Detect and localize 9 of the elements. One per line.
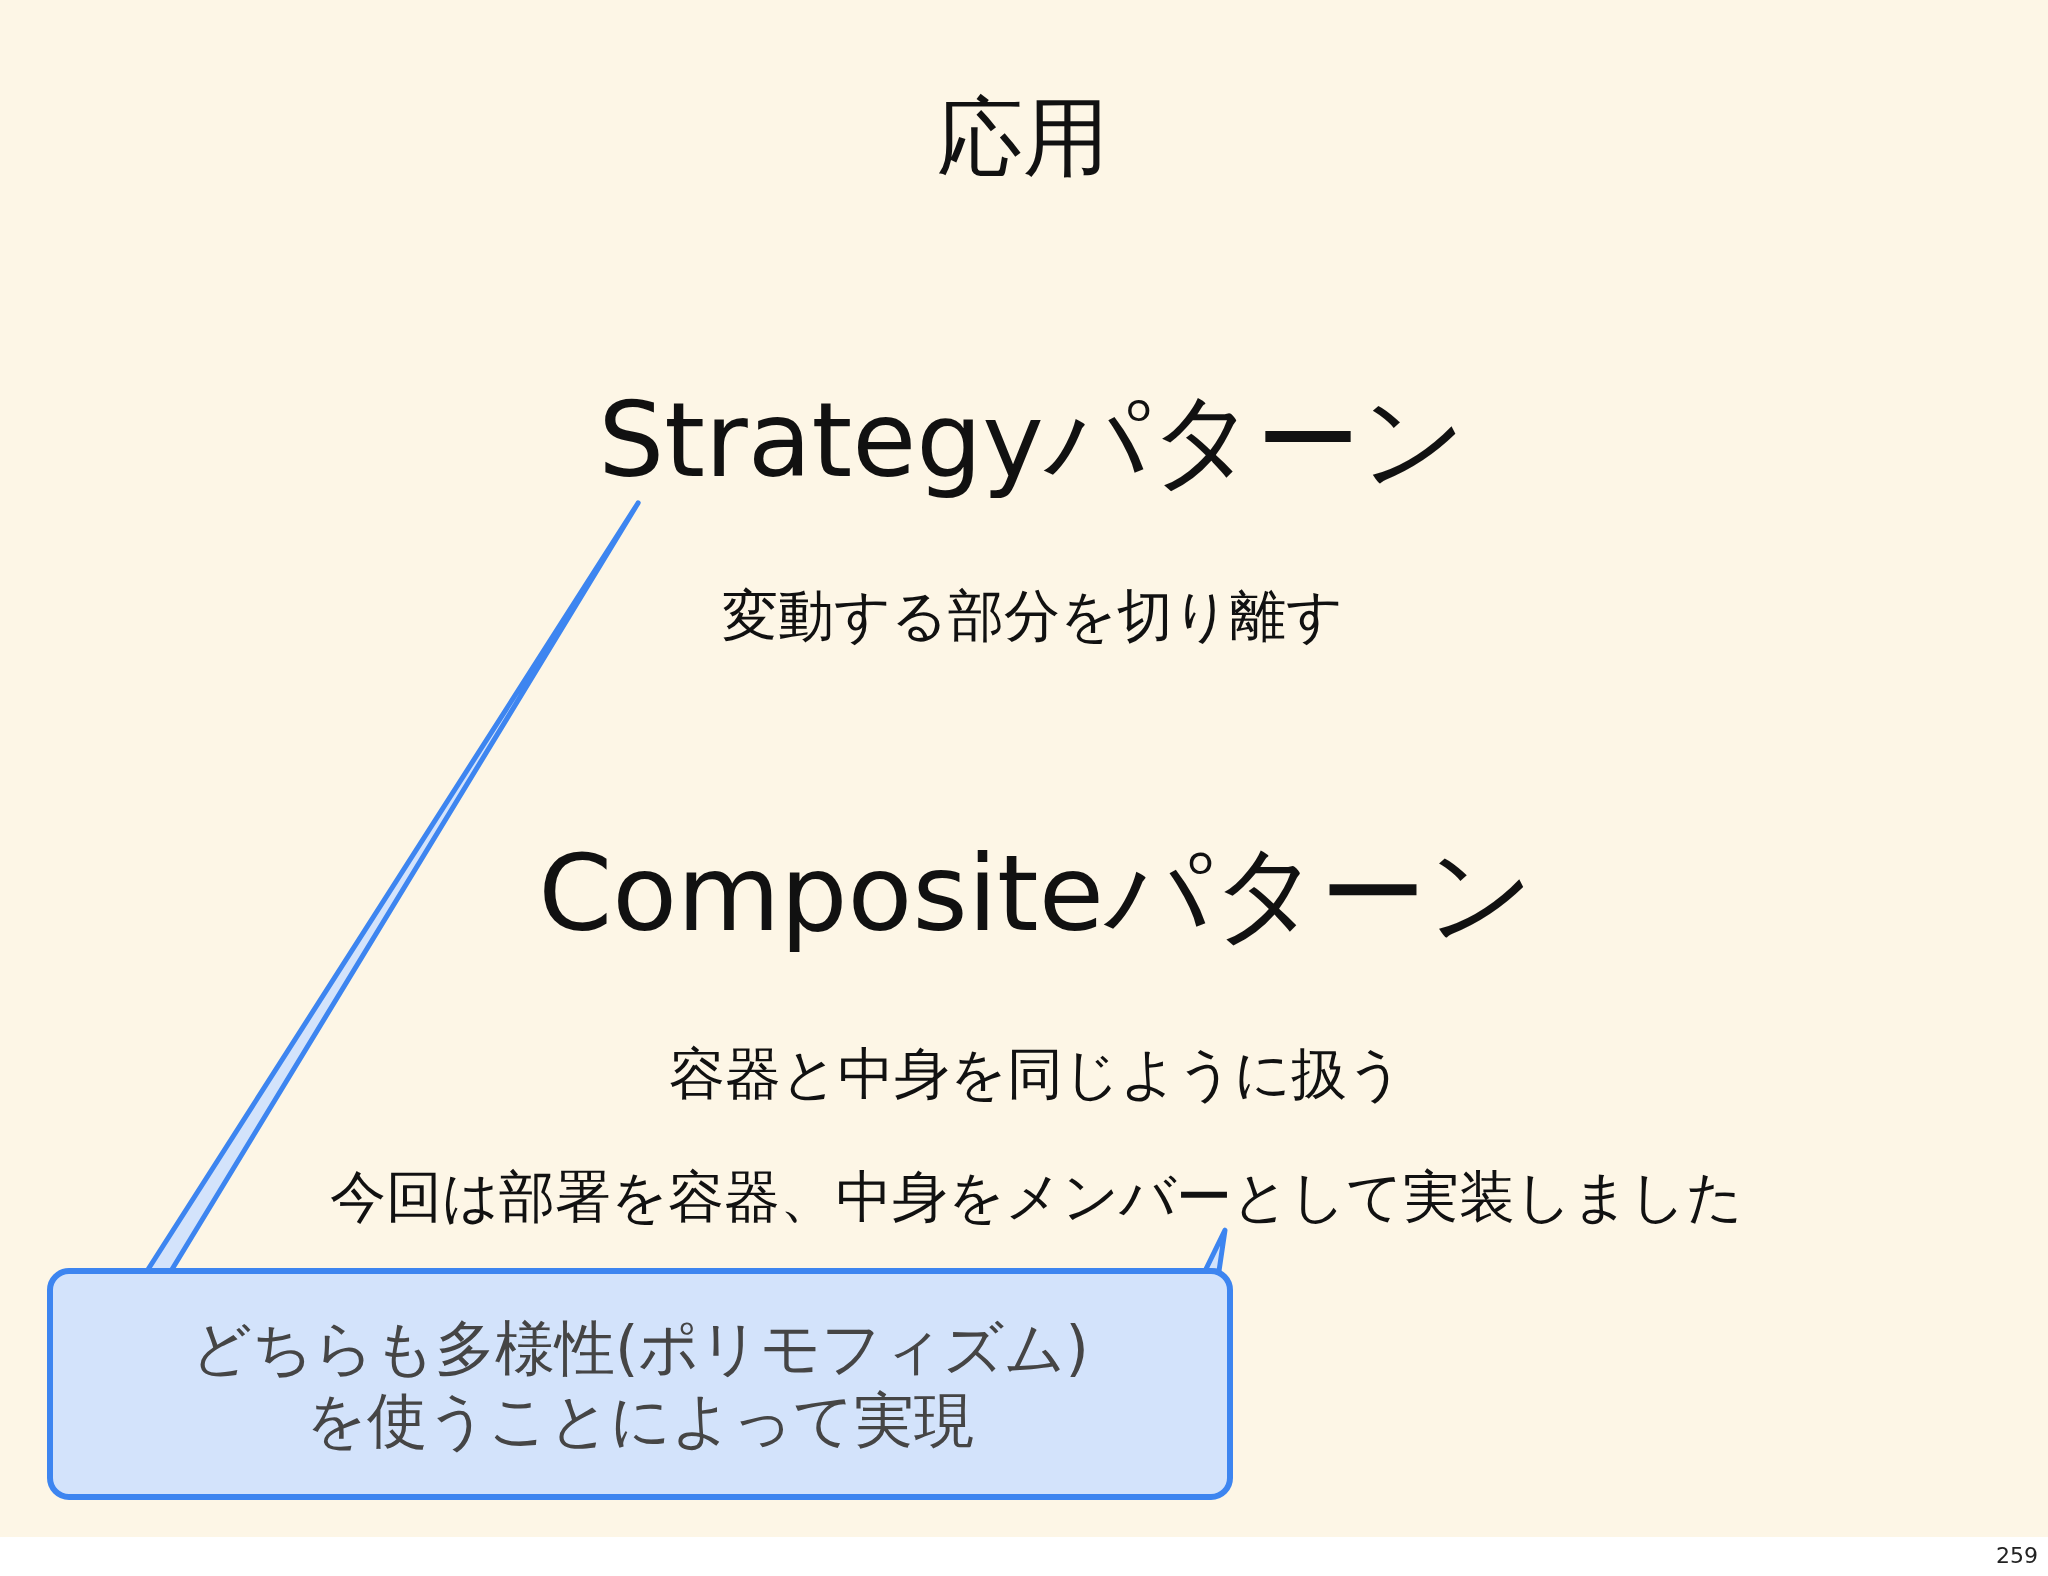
pattern-heading: Strategyパターン [598,378,1466,503]
description-text: 今回は部署を容器、中身をメンバーとして実装しました [329,1163,1743,1231]
description-text: 容器と中身を同じように扱う [668,1040,1404,1108]
description-text: 変動する部分を切り離す [721,582,1343,650]
slide-title: 応用 [937,86,1109,189]
page-number: 259 [1996,1543,2038,1568]
callout-text: どちらも多様性(ポリモフィズム)を使うことによって実現 [190,1312,1090,1456]
pattern-heading: Compositeパターン [538,830,1534,958]
callout-box [47,1268,1233,1500]
